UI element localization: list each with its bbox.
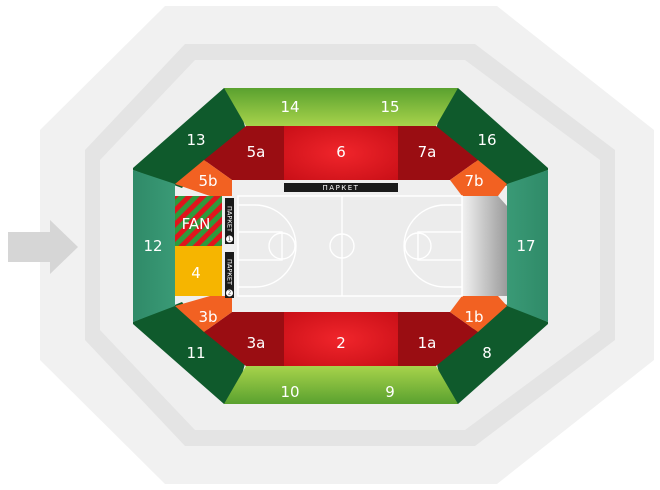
parket-left-strip-1[interactable] — [225, 198, 234, 244]
section-7b[interactable] — [450, 160, 507, 196]
section-4[interactable] — [175, 246, 222, 296]
parket-left-2-label: ПАРКЕТ — [226, 259, 234, 285]
arrow-right-icon — [8, 220, 78, 274]
section-3a-label: 3a — [247, 334, 266, 352]
section-16-label: 16 — [477, 131, 496, 149]
section-1a[interactable] — [398, 312, 478, 366]
section-5a[interactable] — [204, 126, 284, 180]
section-12-label: 12 — [143, 237, 162, 255]
section-13[interactable] — [133, 88, 246, 188]
section-3a[interactable] — [204, 312, 284, 366]
section-17-label: 17 — [516, 237, 535, 255]
parket-top-label: ПАРКЕТ — [323, 184, 360, 192]
parket-top-strip[interactable] — [284, 183, 398, 192]
section-10-9[interactable] — [224, 366, 458, 404]
section-12[interactable] — [133, 170, 175, 322]
section-11-label: 11 — [186, 344, 205, 362]
section-7a-label: 7a — [418, 143, 437, 161]
section-13-label: 13 — [186, 131, 205, 149]
parket-left-strip-2[interactable] — [225, 252, 234, 298]
section-1a-label: 1a — [418, 334, 437, 352]
parket-left-1-label: ПАРКЕТ — [226, 206, 234, 232]
parket-left-1-number: 1 — [228, 237, 231, 243]
section-5b-label: 5b — [198, 172, 217, 190]
section-11[interactable] — [133, 302, 246, 404]
basketball-court — [237, 195, 463, 297]
section-3b[interactable] — [175, 296, 232, 332]
section-5a-label: 5a — [247, 143, 266, 161]
section-2-label: 2 — [336, 334, 346, 352]
section-16[interactable] — [436, 88, 548, 188]
section-10-label: 10 — [280, 383, 299, 401]
parket-left-2-badge — [226, 289, 233, 297]
court-markings — [237, 196, 463, 296]
section-15-label: 15 — [380, 98, 399, 116]
section-3b-label: 3b — [198, 308, 217, 326]
parket-left-1-badge — [226, 235, 233, 243]
section-14-label: 14 — [280, 98, 299, 116]
section-5b[interactable] — [175, 160, 232, 196]
section-9-label: 9 — [385, 383, 395, 401]
section-7a[interactable] — [398, 126, 478, 180]
parket-left-2-number: 2 — [228, 291, 231, 297]
section-1b[interactable] — [450, 296, 507, 332]
section-6[interactable] — [284, 126, 398, 180]
section-6-label: 6 — [336, 143, 346, 161]
section-fan[interactable] — [175, 196, 222, 246]
section-17[interactable] — [507, 170, 548, 322]
section-14-15[interactable] — [224, 88, 458, 126]
section-8-label: 8 — [482, 344, 492, 362]
section-fan-label: FAN — [182, 215, 211, 233]
section-1b-label: 1b — [464, 308, 483, 326]
section-4-label: 4 — [191, 264, 201, 282]
section-2[interactable] — [284, 312, 398, 366]
section-8[interactable] — [436, 302, 548, 404]
court-side-area — [462, 196, 507, 296]
section-7b-label: 7b — [464, 172, 483, 190]
